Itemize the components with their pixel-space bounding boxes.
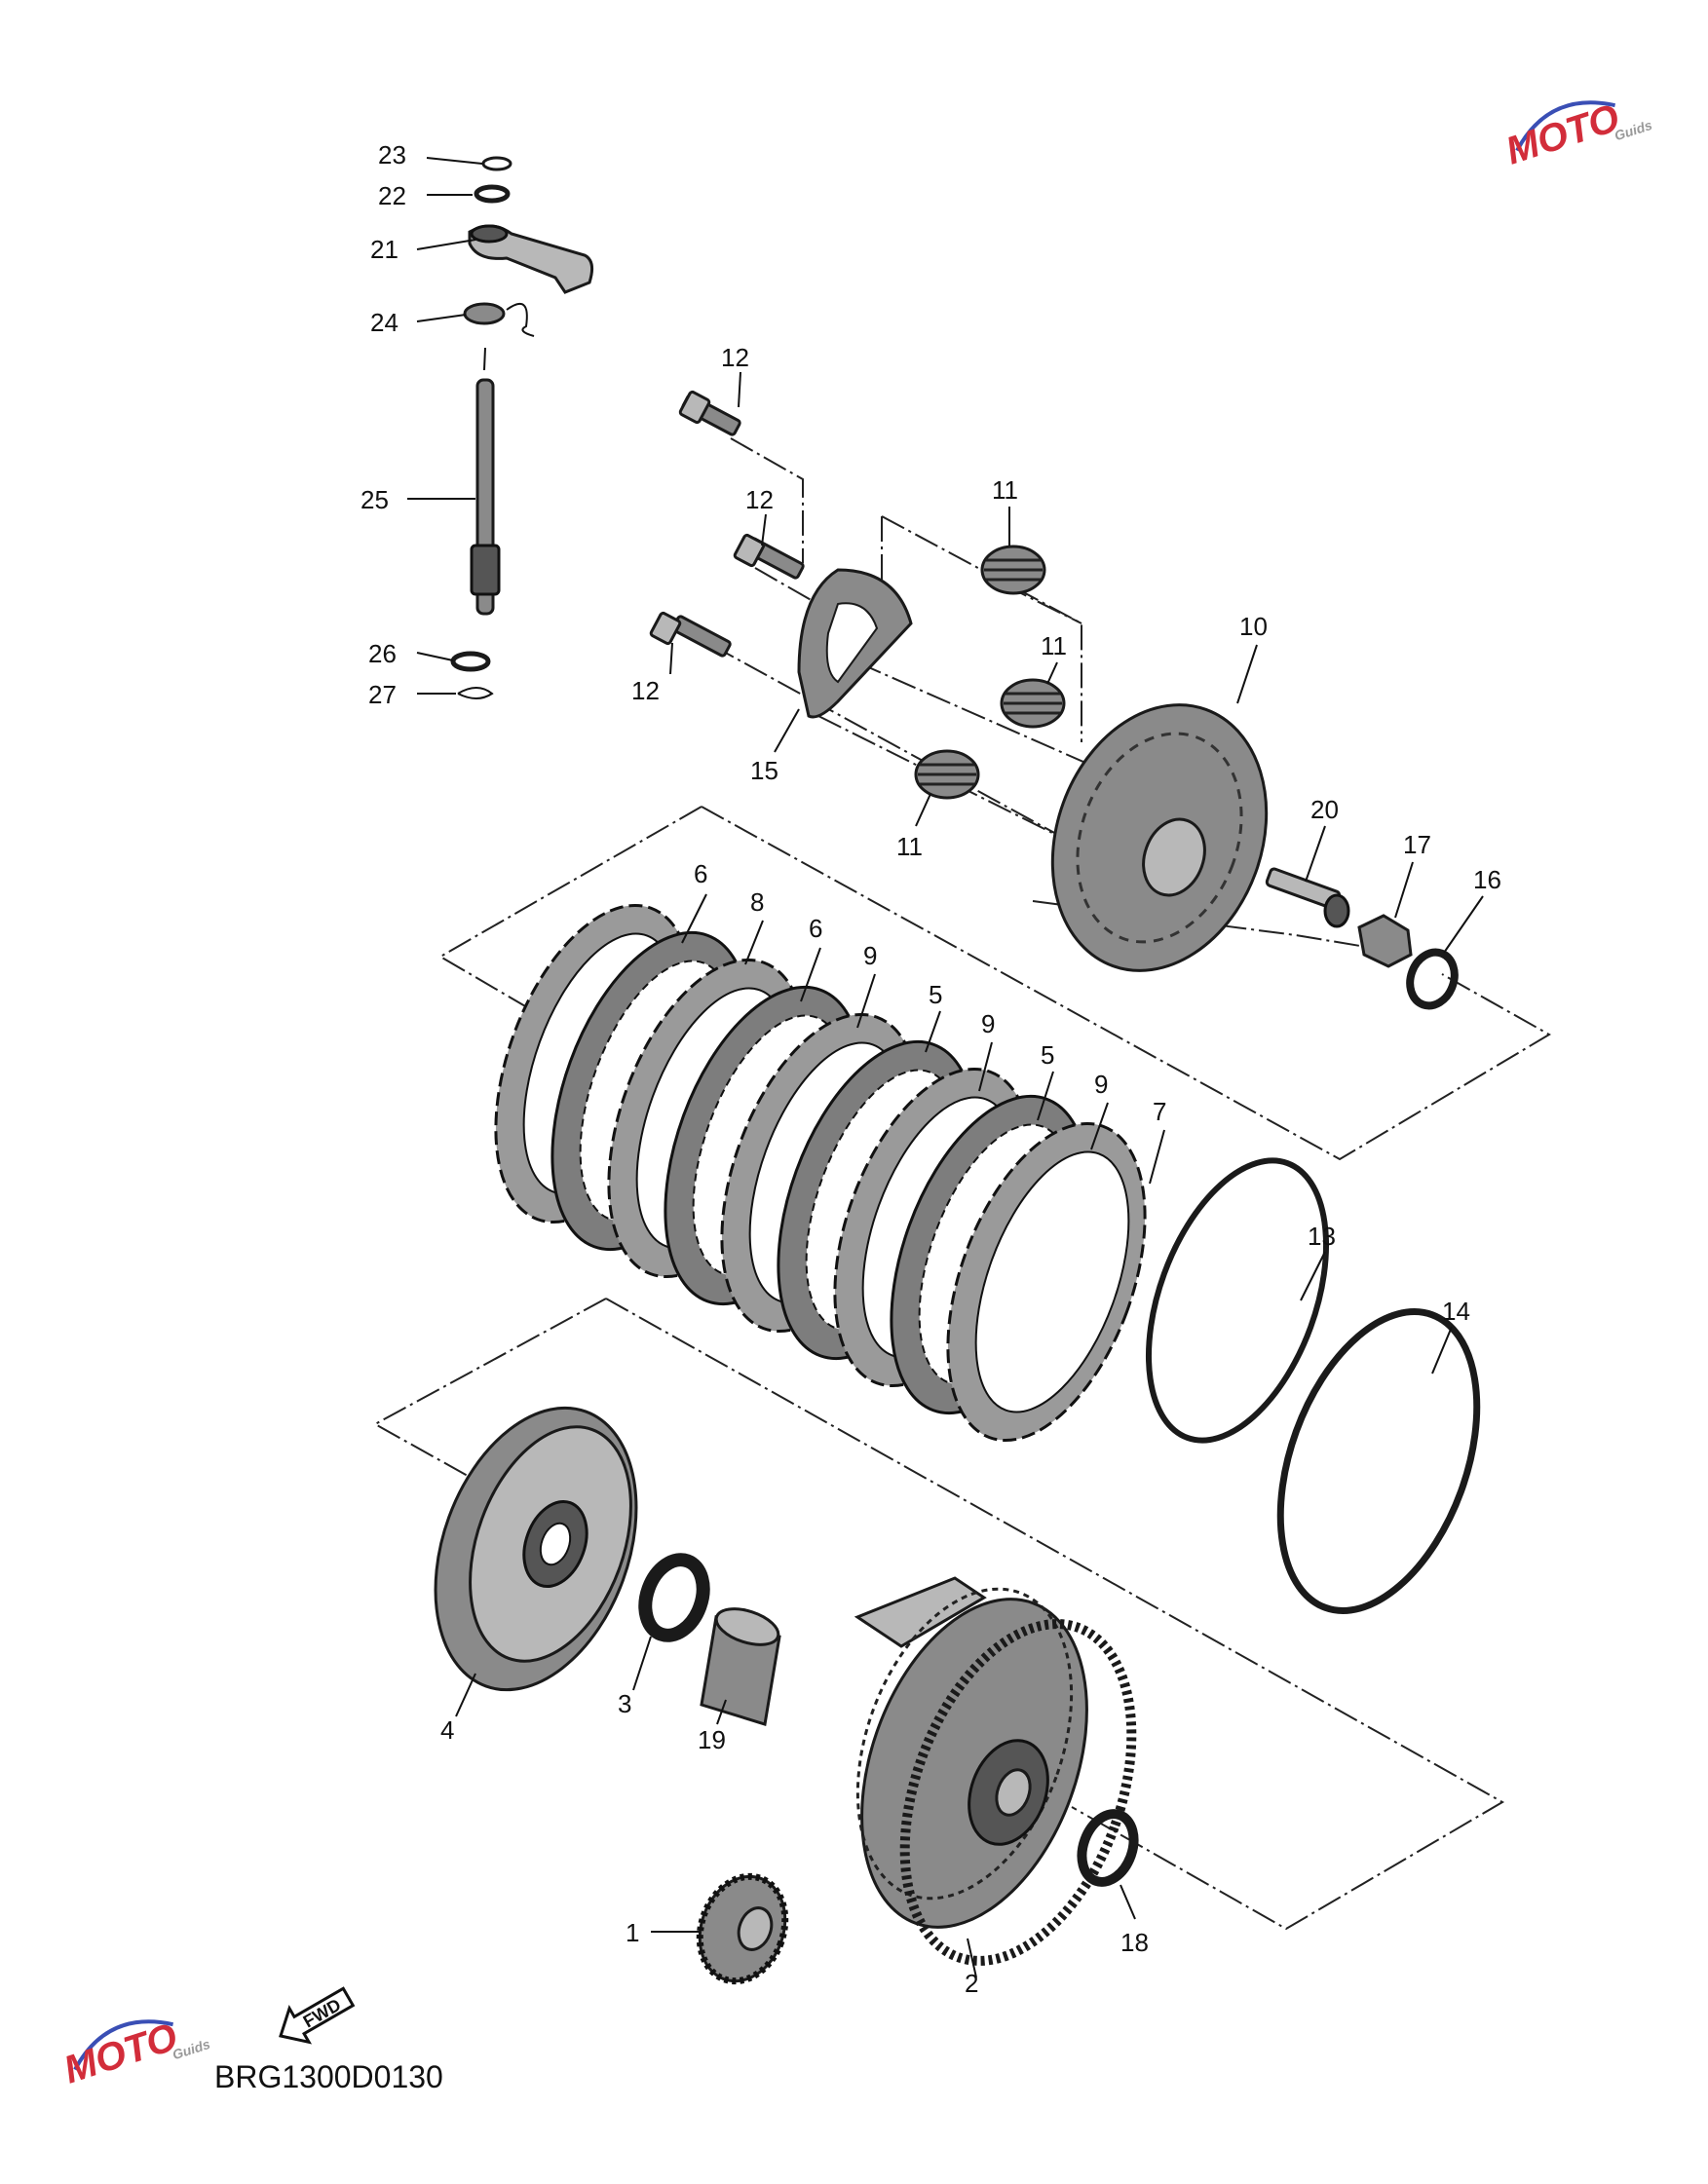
callout-labels: 1234556678999101111111212121314151617181… <box>361 140 1501 1998</box>
callout-c3: 3 <box>618 1689 631 1718</box>
nut-17 <box>1357 914 1413 968</box>
lock-washer-16 <box>1406 948 1459 1010</box>
callout-c21: 21 <box>370 235 399 264</box>
callout-c16: 16 <box>1473 865 1501 894</box>
callout-c11a: 11 <box>992 475 1018 505</box>
callout-c9a: 9 <box>863 941 877 970</box>
basket-box-left <box>372 1298 607 1477</box>
clutch-plate-stack <box>494 903 1147 1443</box>
callout-c13: 13 <box>1308 1222 1336 1251</box>
thrust-washer-3 <box>638 1553 710 1642</box>
spring-guide-b <box>881 515 1082 742</box>
thrust-washer-18 <box>1077 1809 1139 1887</box>
shaft-25-spline <box>470 544 501 596</box>
pressure-plate-10-hub <box>1142 817 1206 897</box>
fwd-direction-badge: FWD <box>279 1986 356 2045</box>
callout-c12a: 12 <box>721 343 749 372</box>
bolt12-guide-a <box>730 437 804 563</box>
callout-c5b: 5 <box>1041 1040 1054 1070</box>
plate-box-left <box>438 806 702 1011</box>
leader-lines <box>407 157 1484 1978</box>
shaft-assembly <box>450 156 594 699</box>
primary-gear-1 <box>696 1872 789 1985</box>
plate-15-opening <box>825 602 879 684</box>
spring-11-top <box>980 545 1046 595</box>
clutch-plate-7 <box>946 1121 1147 1443</box>
callout-c14: 14 <box>1442 1297 1470 1326</box>
pressure-plate-10-teeth <box>1076 732 1243 944</box>
basket-box-right <box>605 1298 1505 1931</box>
ring-14 <box>1276 1308 1481 1614</box>
callout-c1: 1 <box>626 1918 639 1947</box>
callout-c15: 15 <box>750 756 778 785</box>
bolt-12-mid <box>733 533 805 580</box>
push-rod-20-head <box>1323 893 1350 928</box>
callout-c9c: 9 <box>1094 1070 1108 1099</box>
collar-19 <box>700 1607 781 1726</box>
bolt12-guide-b <box>754 567 873 636</box>
washer-22 <box>474 184 511 204</box>
circlip-27 <box>457 687 494 699</box>
spring-24-wire <box>506 302 535 337</box>
clutch-housing-2 <box>854 1576 1137 1966</box>
lever-21-boss <box>470 224 509 244</box>
bolt-12-bottom <box>649 611 732 658</box>
callout-c9b: 9 <box>981 1009 995 1038</box>
callout-c19: 19 <box>698 1725 726 1754</box>
callout-c2: 2 <box>965 1969 978 1998</box>
callout-c12b: 12 <box>745 485 774 514</box>
callout-c17: 17 <box>1403 830 1431 859</box>
callout-c5a: 5 <box>929 980 942 1009</box>
spring-11-bottom <box>914 749 980 800</box>
callout-c25: 25 <box>361 485 389 514</box>
fwd-arrow-icon <box>279 1986 356 2045</box>
callout-c11c: 11 <box>896 832 923 861</box>
callout-c7: 7 <box>1153 1097 1166 1126</box>
oil-seal-24 <box>463 302 506 325</box>
callout-c6b: 6 <box>809 914 822 943</box>
callout-c20: 20 <box>1310 795 1339 824</box>
bolt-12-top <box>678 390 741 436</box>
watermark-swoosh-icon <box>73 2019 174 2071</box>
callout-c11b: 11 <box>1041 631 1067 660</box>
watermark-top-right: MOTO Guids <box>1500 96 1653 173</box>
clutch-boss-4 <box>434 1406 638 1692</box>
callout-c26: 26 <box>368 639 397 668</box>
wire-ring-13 <box>1145 1157 1330 1444</box>
spring-guide-d <box>856 661 1102 771</box>
callout-c23: 23 <box>378 140 406 169</box>
diagram-code: BRG1300D0130 <box>214 2059 443 2094</box>
callout-c6a: 6 <box>694 859 707 888</box>
circlip-23 <box>481 156 512 171</box>
watermark-swoosh-icon <box>1515 100 1616 152</box>
bolt12-guide-c <box>710 644 1068 841</box>
callout-c4: 4 <box>440 1715 454 1745</box>
callout-c12c: 12 <box>631 676 660 705</box>
callout-c24: 24 <box>370 308 399 337</box>
washer-26 <box>450 651 491 672</box>
callout-c22: 22 <box>378 181 406 210</box>
pressure-assembly <box>649 390 1459 1010</box>
callout-c18: 18 <box>1120 1928 1149 1957</box>
callout-c8: 8 <box>750 887 764 917</box>
spring-11-mid <box>1000 678 1066 729</box>
plate-box-right <box>701 806 1551 1161</box>
callout-c10: 10 <box>1239 612 1268 641</box>
watermark-bottom-left: MOTO Guids <box>58 2015 211 2092</box>
callout-c27: 27 <box>368 680 397 709</box>
